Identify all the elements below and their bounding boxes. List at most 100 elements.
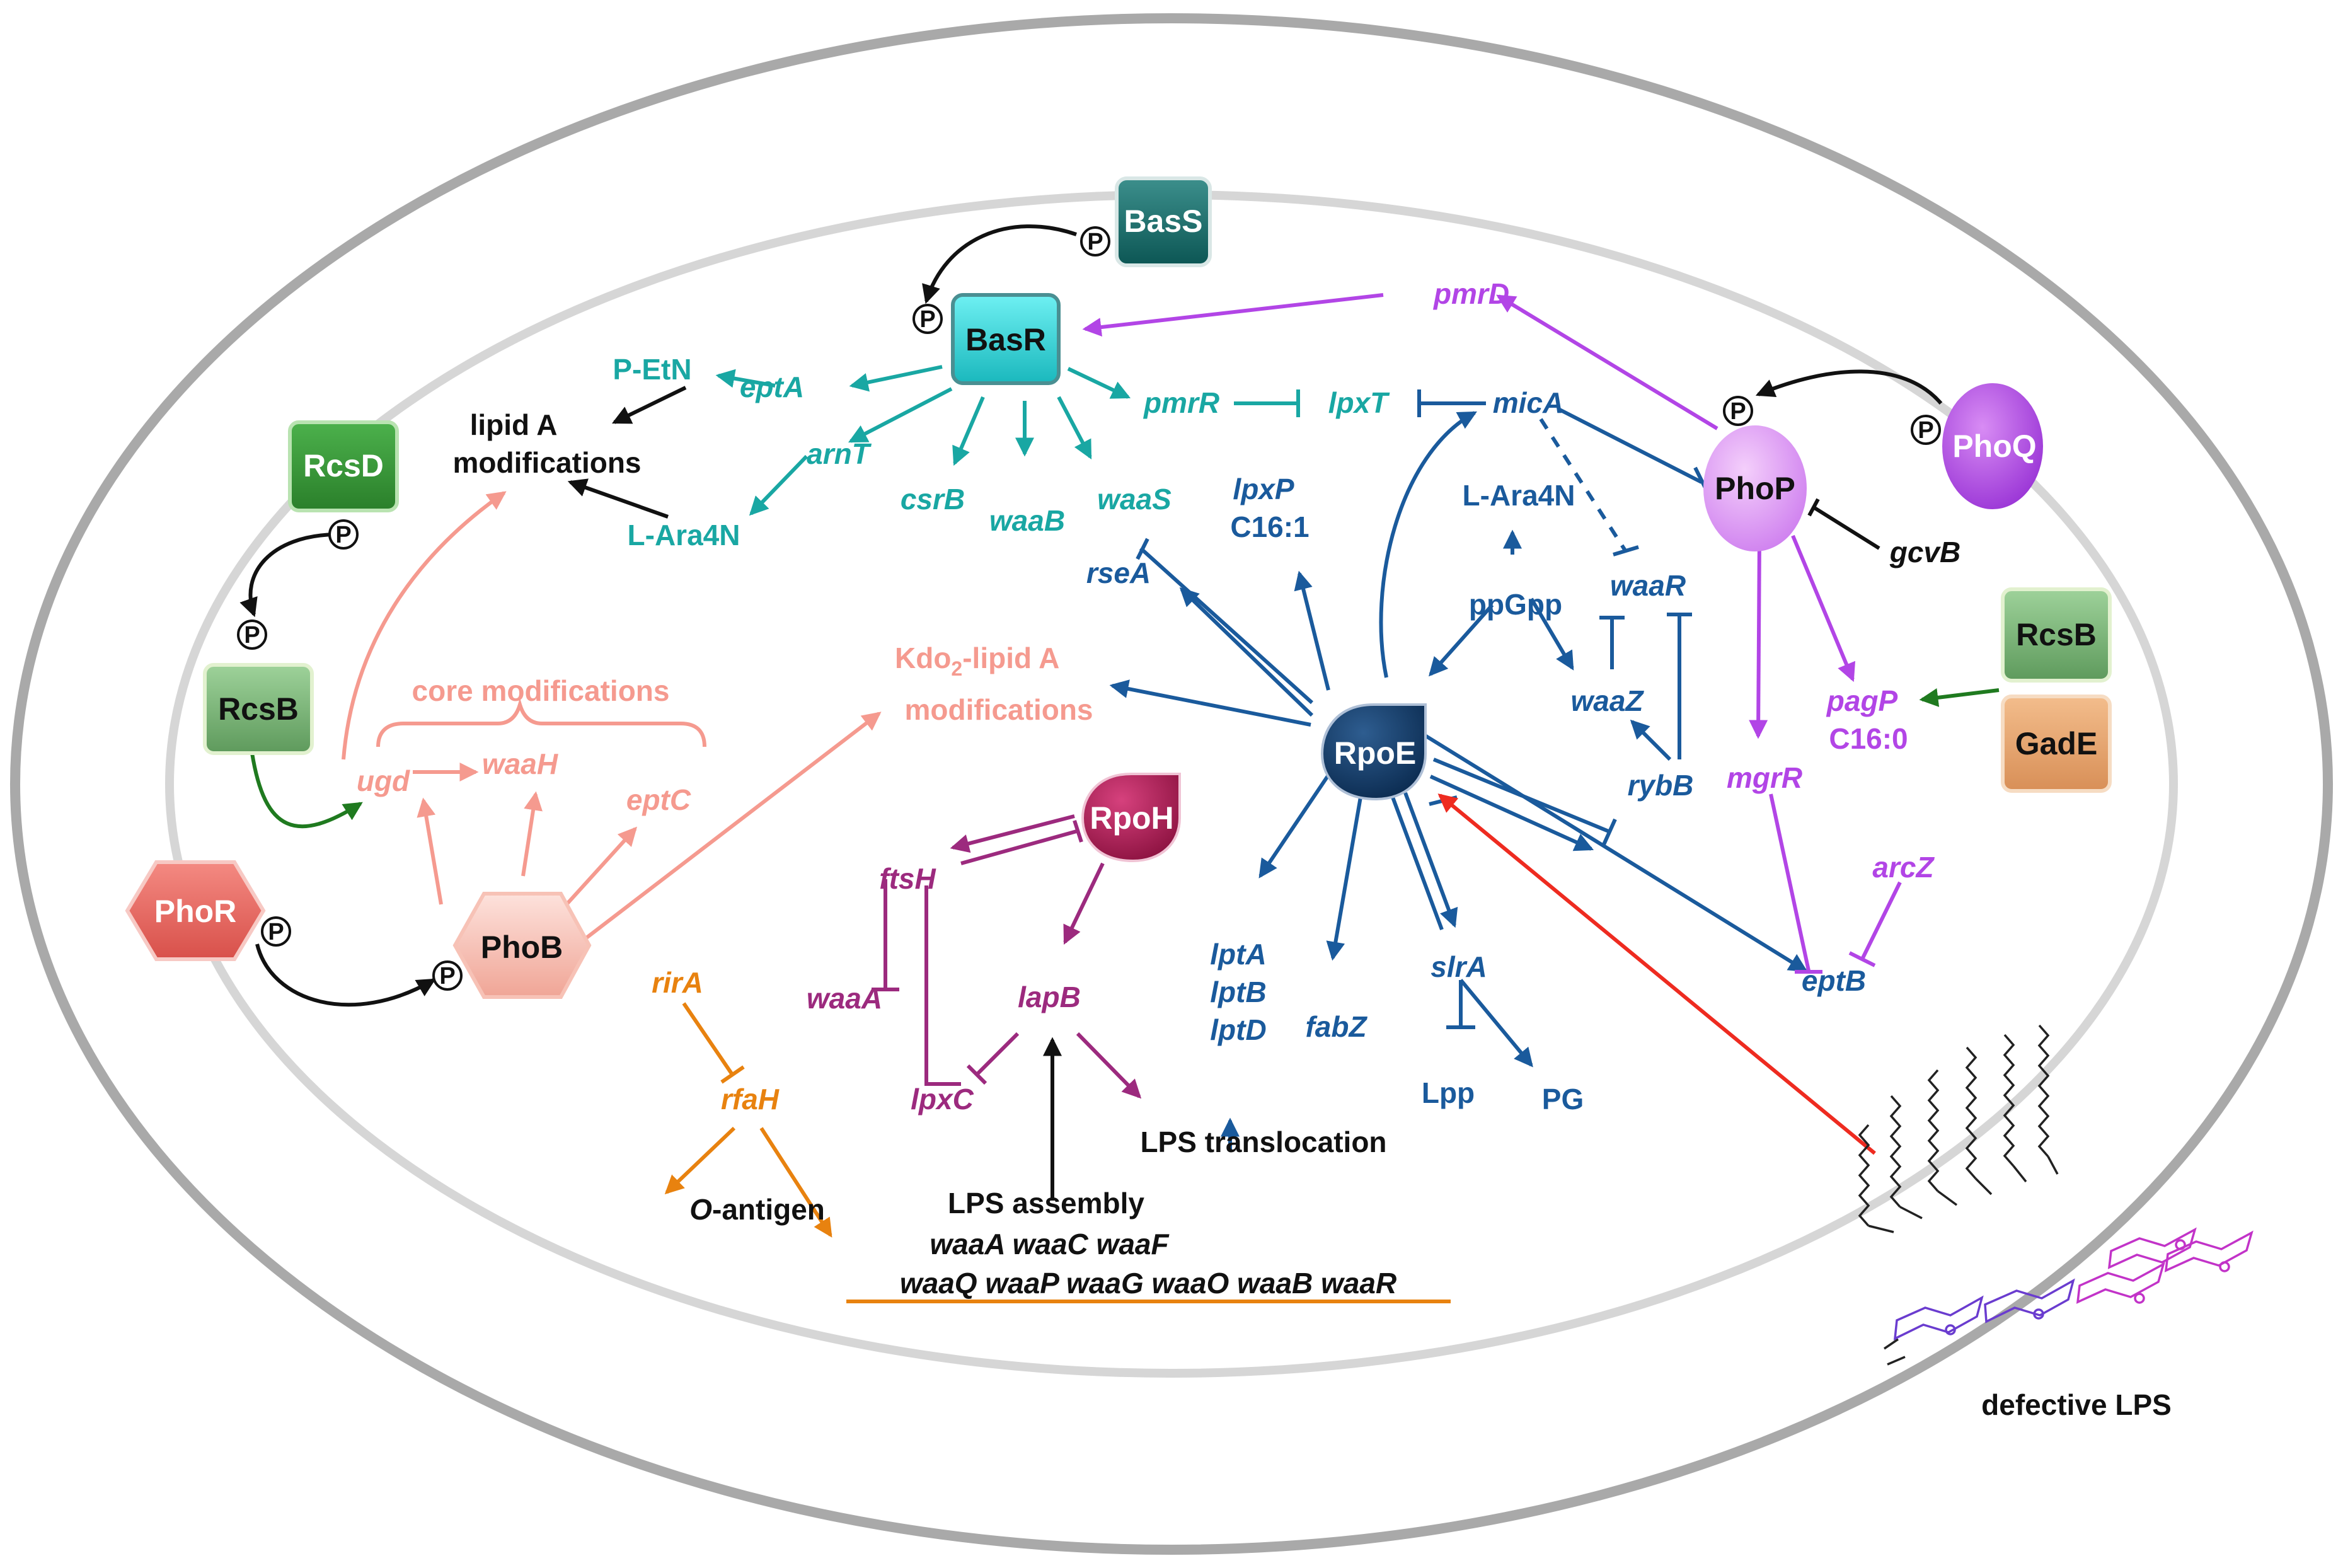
label-pg: PG (1542, 1083, 1584, 1115)
gene-csrb: csrB (901, 483, 965, 516)
rpoh-node: RpoH (1081, 773, 1181, 863)
phosphate-rcsb: P (237, 620, 267, 650)
phoq-node: PhoQ (1942, 383, 2043, 509)
label-p-etn: P-EtN (613, 353, 691, 386)
phosphate-phob: P (432, 960, 463, 991)
phosphate-phop: P (1723, 396, 1753, 426)
bass-label: BasS (1124, 204, 1202, 239)
basr-node: BasR (951, 293, 1061, 385)
gene-epta: eptA (740, 371, 804, 403)
bass-node: BasS (1115, 176, 1212, 267)
phor-node: PhoR (125, 860, 266, 961)
svg-text:P: P (335, 522, 351, 548)
gene-rira: rirA (652, 966, 703, 999)
phosphate-phor: P (261, 916, 291, 947)
gene-lpta: lptA (1210, 938, 1266, 971)
gene-waas: waaS (1097, 483, 1172, 516)
gene-arnt: arnT (807, 437, 872, 470)
svg-text:P: P (1730, 398, 1746, 425)
label-kdo-modifications: modifications (904, 693, 1093, 726)
rcsb-right-node: RcsB (2001, 587, 2112, 683)
label-assembly-genes-1: waaA waaC waaF (930, 1228, 1170, 1260)
svg-text:P: P (1918, 417, 1933, 444)
gene-rybb: rybB (1628, 769, 1694, 802)
gene-ugd: ugd (357, 764, 410, 797)
gene-eptc: eptC (626, 783, 691, 816)
rpoe-node: RpoE (1320, 703, 1427, 801)
gene-lpxc: lpxC (911, 1083, 974, 1115)
gene-waaz: waaZ (1570, 684, 1644, 717)
gene-mgrr: mgrR (1727, 761, 1802, 794)
basr-label: BasR (965, 322, 1046, 357)
phosphate-phoq: P (1911, 415, 1941, 445)
svg-text:P: P (919, 306, 935, 333)
gene-eptb: eptB (1802, 964, 1866, 997)
gade-label: GadE (2015, 726, 2098, 761)
phosphate-rcsd: P (328, 519, 359, 550)
label-c16-0: C16:0 (1829, 722, 1908, 755)
gene-pmrd: pmrD (1432, 277, 1509, 310)
gene-lpxp: lpxP (1233, 473, 1294, 505)
gade-node: GadE (2001, 695, 2112, 793)
label-o-antigen-prefix: O (689, 1193, 712, 1226)
rcsb-to-ugd-arrow (250, 752, 363, 829)
gene-mica: micA (1493, 386, 1563, 419)
label-o-antigen-suffix: -antigen (712, 1193, 825, 1226)
label-kdo: Kdo2-lipid A (895, 642, 1059, 680)
rpoh-regulon (872, 814, 1142, 1099)
svg-text:P: P (268, 919, 284, 945)
phosphate-bass: P (1080, 226, 1110, 257)
label-lps-translocation: LPS translocation (1140, 1126, 1386, 1158)
gene-gcvb: gcvB (1889, 536, 1960, 568)
gene-pagp: pagP (1826, 684, 1898, 717)
gene-waar: waaR (1610, 569, 1686, 602)
defective-lps-to-rpoe-arrow (1437, 793, 1876, 1155)
gene-waah: waaH (482, 747, 558, 780)
rfah-regulon (664, 1002, 1451, 1303)
rcsb-gade-to-pagp-arrow (1919, 688, 2000, 707)
rcsb-left-node: RcsB (203, 663, 314, 755)
svg-text:P: P (244, 622, 260, 649)
phob-node: PhoB (452, 892, 592, 999)
gene-fabz: fabZ (1305, 1010, 1367, 1043)
phop-regulon (1082, 293, 1902, 974)
rpoe-regulon (1109, 389, 1808, 1150)
label-lipid-a-modifications: modifications (452, 446, 641, 479)
gene-lapb: lapB (1018, 981, 1081, 1013)
rpoh-label: RpoH (1090, 800, 1173, 836)
label-core-modifications: core modifications (412, 674, 670, 707)
label-l-ara4n-center: L-Ara4N (1463, 479, 1575, 512)
phop-label: PhoP (1715, 471, 1795, 506)
label-lipid-a: lipid A (470, 408, 558, 441)
gene-lpxt: lpxT (1328, 386, 1390, 419)
svg-text:P: P (439, 963, 455, 989)
label-ppgpp: ppGpp (1469, 588, 1562, 621)
gene-lptb: lptB (1210, 976, 1266, 1008)
phosphate-basr: P (912, 304, 943, 334)
phor-label: PhoR (154, 894, 237, 929)
label-c16-1: C16:1 (1230, 510, 1309, 543)
phoq-label: PhoQ (1952, 429, 2036, 464)
gene-arcz: arcZ (1872, 851, 1935, 884)
phosphate-markers: P P P P P P P P (237, 226, 1941, 991)
outer-membrane (10, 13, 2333, 1555)
rcsb-left-label: RcsB (218, 691, 299, 727)
rcsd-node: RcsD (288, 420, 399, 512)
label-lpp: Lpp (1422, 1076, 1475, 1109)
gene-waab: waaB (989, 504, 1065, 537)
defective-lps-molecule (1858, 1024, 2254, 1366)
label-assembly-genes-2: waaQ waaP waaG waaO waaB waaR (900, 1267, 1396, 1300)
label-lps-assembly: LPS assembly (948, 1187, 1144, 1219)
gene-waaa: waaA (807, 982, 882, 1015)
gene-slra: slrA (1431, 950, 1487, 983)
gene-pmrr: pmrR (1143, 386, 1219, 419)
rcsd-label: RcsD (303, 448, 384, 483)
gene-ftsh: ftsH (879, 862, 936, 895)
svg-text:P: P (1087, 229, 1103, 255)
rpoe-label: RpoE (1334, 735, 1417, 771)
phop-node: PhoP (1703, 425, 1807, 551)
basr-regulon (715, 365, 1300, 516)
label-l-ara4n-left: L-Ara4N (628, 519, 740, 551)
phob-label: PhoB (481, 930, 563, 965)
